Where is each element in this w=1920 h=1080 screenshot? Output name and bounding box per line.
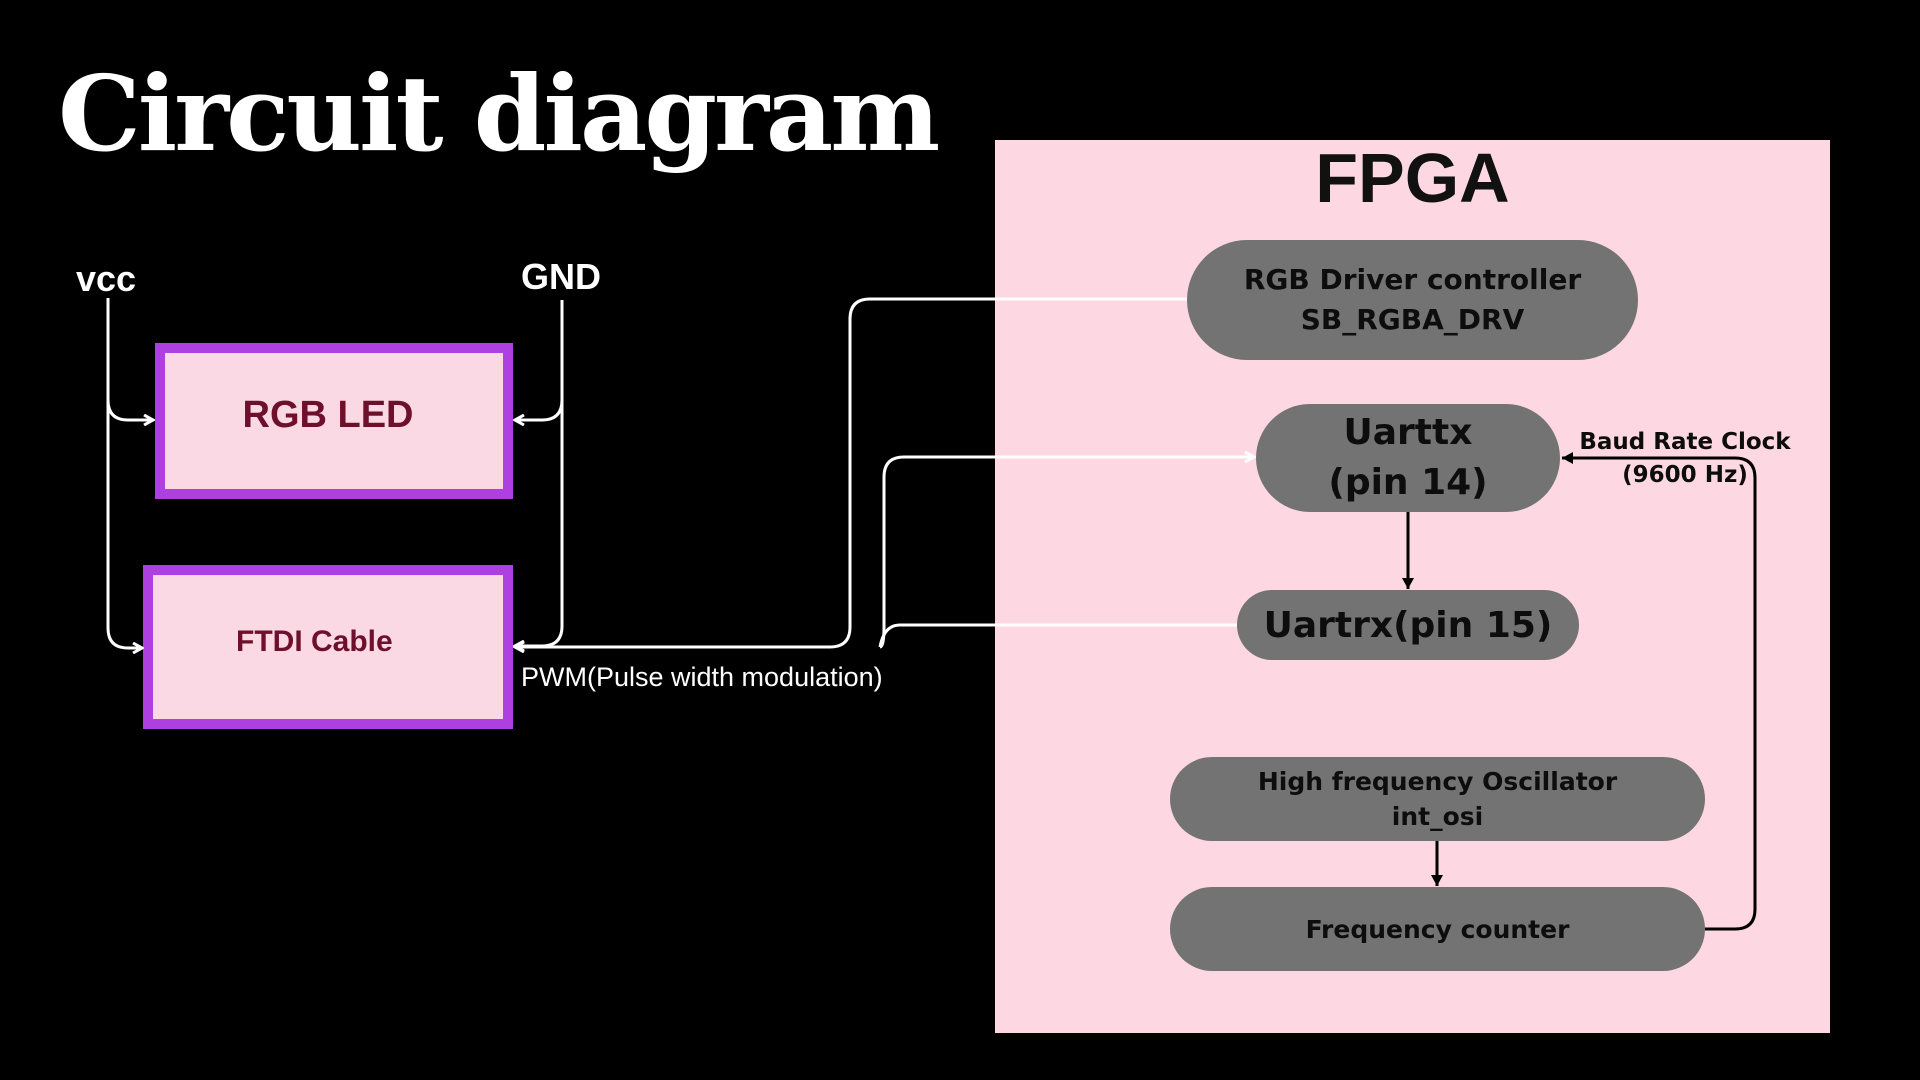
baud-clock-feedback-wire xyxy=(1562,452,1757,931)
ftdi-to-uarttx-wire xyxy=(879,457,1254,649)
vcc-to-rgb-led-wire xyxy=(106,298,153,420)
gnd-to-rgb-led-wire xyxy=(515,300,564,420)
vcc-to-ftdi-wire xyxy=(106,400,142,648)
gnd-label: GND xyxy=(521,256,601,297)
vcc-label: vcc xyxy=(76,258,137,299)
fpga-title: FPGA xyxy=(1315,139,1510,217)
rgb-driver-to-ftdi-wire xyxy=(515,297,1187,647)
page-title: Circuit diagram xyxy=(58,52,940,175)
rgb-driver-block: RGB Driver controller SB_RGBA_DRV xyxy=(1187,240,1638,360)
rgb-led-label: RGB LED xyxy=(242,393,414,436)
ftdi-cable-label: FTDI Cable xyxy=(236,625,393,658)
uartrx-to-ftdi-wire xyxy=(878,623,1237,648)
frequency-counter-block: Frequency counter xyxy=(1170,887,1705,971)
oscillator-block: High frequency Oscillator int_osi xyxy=(1170,757,1705,841)
ftdi-cable-box: FTDI Cable xyxy=(143,565,513,729)
gnd-to-ftdi-wire xyxy=(515,400,564,646)
uarttx-block: Uarttx (pin 14) xyxy=(1256,404,1560,512)
baud-rate-label: Baud Rate Clock (9600 Hz) xyxy=(1579,429,1791,488)
pwm-signal-label: PWM(Pulse width modulation) xyxy=(521,662,883,692)
rgb-led-box: RGB LED xyxy=(155,343,513,499)
uartrx-block: Uartrx(pin 15) xyxy=(1237,590,1579,660)
